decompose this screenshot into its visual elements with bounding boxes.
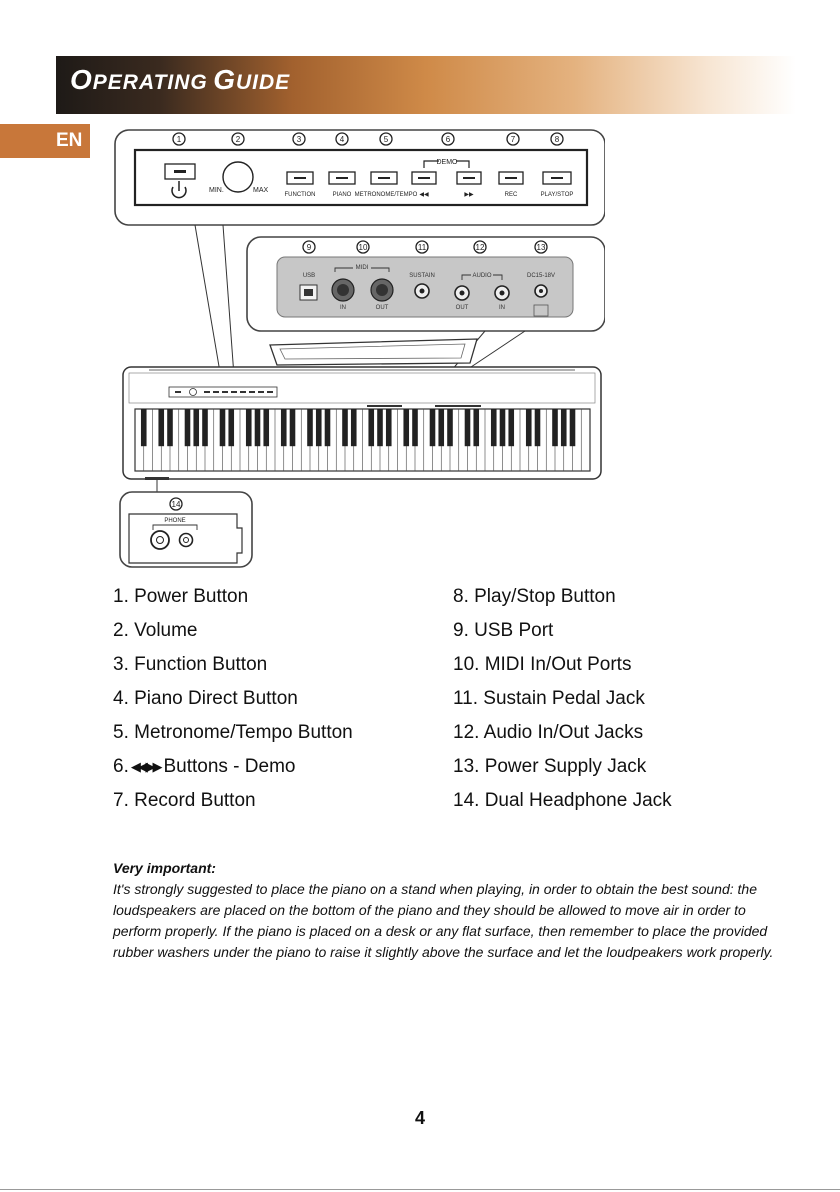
note-body: It's strongly suggested to place the pia… bbox=[113, 881, 774, 960]
function-label: FUNCTION bbox=[285, 192, 316, 198]
sustain-label: SUSTAIN bbox=[409, 273, 435, 279]
dc-label: DC15-18V bbox=[527, 273, 555, 279]
rec-label: REC bbox=[505, 192, 518, 198]
callout-4: 4 bbox=[340, 135, 345, 144]
language-tab: EN bbox=[0, 124, 90, 158]
legend-item: 8. Play/Stop Button bbox=[453, 586, 616, 607]
phone-label: PHONE bbox=[164, 518, 185, 524]
legend-item: 4. Piano Direct Button bbox=[113, 688, 298, 709]
demo-label: DEMO bbox=[437, 159, 459, 166]
legend-item: 10. MIDI In/Out Ports bbox=[453, 654, 632, 675]
legend-item: 7. Record Button bbox=[113, 790, 256, 811]
callout-3: 3 bbox=[297, 135, 302, 144]
usb-label: USB bbox=[303, 273, 315, 279]
callout-7: 7 bbox=[511, 135, 516, 144]
bottom-rule bbox=[0, 1189, 840, 1190]
midi-label: MIDI bbox=[356, 265, 369, 271]
important-note: Very important: It's strongly suggested … bbox=[113, 858, 783, 963]
midi-in-label: IN bbox=[340, 305, 346, 311]
power-button bbox=[164, 163, 196, 199]
legend-item: 14. Dual Headphone Jack bbox=[453, 790, 672, 811]
legend-item: 3. Function Button bbox=[113, 654, 268, 675]
legend-right: 8. Play/Stop Button 9. USB Port 10. MIDI… bbox=[453, 585, 672, 823]
note-title: Very important: bbox=[113, 860, 216, 876]
page-number: 4 bbox=[414, 1108, 425, 1128]
rewind-forward-icon: ◀◀ ▶▶ bbox=[130, 759, 163, 774]
callout-12: 12 bbox=[476, 243, 485, 252]
callout-13: 13 bbox=[537, 243, 546, 252]
page-title: OPERATING GUIDE bbox=[70, 64, 291, 95]
forward-icon: ▶▶ bbox=[464, 192, 474, 198]
music-rest bbox=[269, 338, 478, 366]
piano-body bbox=[122, 338, 602, 480]
volume-max-label: MAX bbox=[253, 187, 269, 194]
legend-item: 13. Power Supply Jack bbox=[453, 756, 647, 777]
callout-8: 8 bbox=[555, 135, 560, 144]
legend-item: 12. Audio In/Out Jacks bbox=[453, 722, 644, 743]
volume-knob bbox=[222, 161, 254, 193]
legend-left: 1. Power Button 2. Volume 3. Function Bu… bbox=[113, 585, 353, 823]
audio-out-label: OUT bbox=[456, 305, 469, 311]
audio-in-label: IN bbox=[499, 305, 505, 311]
callout-9: 9 bbox=[307, 243, 312, 252]
volume-min-label: MIN. bbox=[209, 187, 224, 194]
piano-diagram: 1 2 3 4 5 6 7 8 MIN. MAX FUNCTION PIANO … bbox=[114, 129, 605, 568]
legend-item: 5. Metronome/Tempo Button bbox=[113, 722, 353, 743]
legend-item: 1. Power Button bbox=[113, 586, 249, 607]
callout-11: 11 bbox=[418, 243, 427, 252]
piano-label: PIANO bbox=[333, 192, 352, 198]
callout-5: 5 bbox=[384, 135, 389, 144]
legend-item: 11. Sustain Pedal Jack bbox=[453, 688, 645, 709]
audio-label: AUDIO bbox=[472, 273, 491, 279]
rewind-icon: ◀◀ bbox=[419, 192, 429, 198]
keys bbox=[140, 409, 582, 471]
header-band: OPERATING GUIDE bbox=[56, 56, 796, 114]
midi-out-label: OUT bbox=[376, 305, 389, 311]
callout-2: 2 bbox=[236, 135, 241, 144]
play-stop-label: PLAY/STOP bbox=[541, 192, 574, 198]
legend-item: 2. Volume bbox=[113, 620, 198, 641]
callout-1: 1 bbox=[177, 135, 182, 144]
callout-14: 14 bbox=[172, 500, 181, 509]
callout-6: 6 bbox=[446, 135, 451, 144]
metronome-label: METRONOME/TEMPO bbox=[355, 192, 418, 198]
legend-item-demo: 6.◀◀ ▶▶Buttons - Demo bbox=[113, 756, 296, 777]
legend-item: 9. USB Port bbox=[453, 620, 554, 641]
callout-10: 10 bbox=[359, 243, 368, 252]
power-icon bbox=[171, 186, 187, 199]
